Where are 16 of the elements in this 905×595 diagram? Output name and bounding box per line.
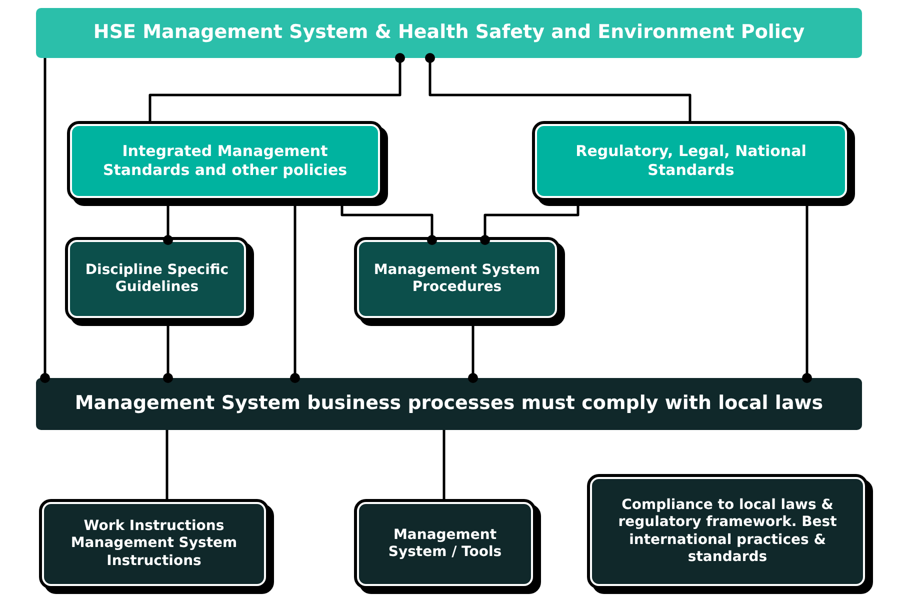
- node-label: Management System business processes must comply with local laws: [74, 392, 824, 416]
- connector-line: [425, 53, 692, 124]
- connector-line: [148, 53, 405, 124]
- node-label: Work Instructions Management System Instructions: [70, 518, 238, 570]
- node-label: HSE Management System & Health Safety and Environment Policy: [93, 21, 805, 45]
- connector-line: [166, 430, 168, 502]
- node-label: Management System Procedures: [372, 262, 542, 296]
- node-label: Integrated Management Standards and other policies: [102, 142, 348, 180]
- node-label: Management System / Tools: [387, 526, 503, 562]
- connector-line: [40, 58, 50, 383]
- node-label: Discipline Specific Guidelines: [84, 262, 230, 296]
- title-banner: [36, 8, 862, 58]
- node-label: Regulatory, Legal, National Standards: [574, 142, 808, 180]
- connector-line: [442, 430, 446, 502]
- node-label: Compliance to local laws & regulatory framework. Best international practices & standards: [617, 496, 838, 566]
- process-banner: [36, 378, 862, 430]
